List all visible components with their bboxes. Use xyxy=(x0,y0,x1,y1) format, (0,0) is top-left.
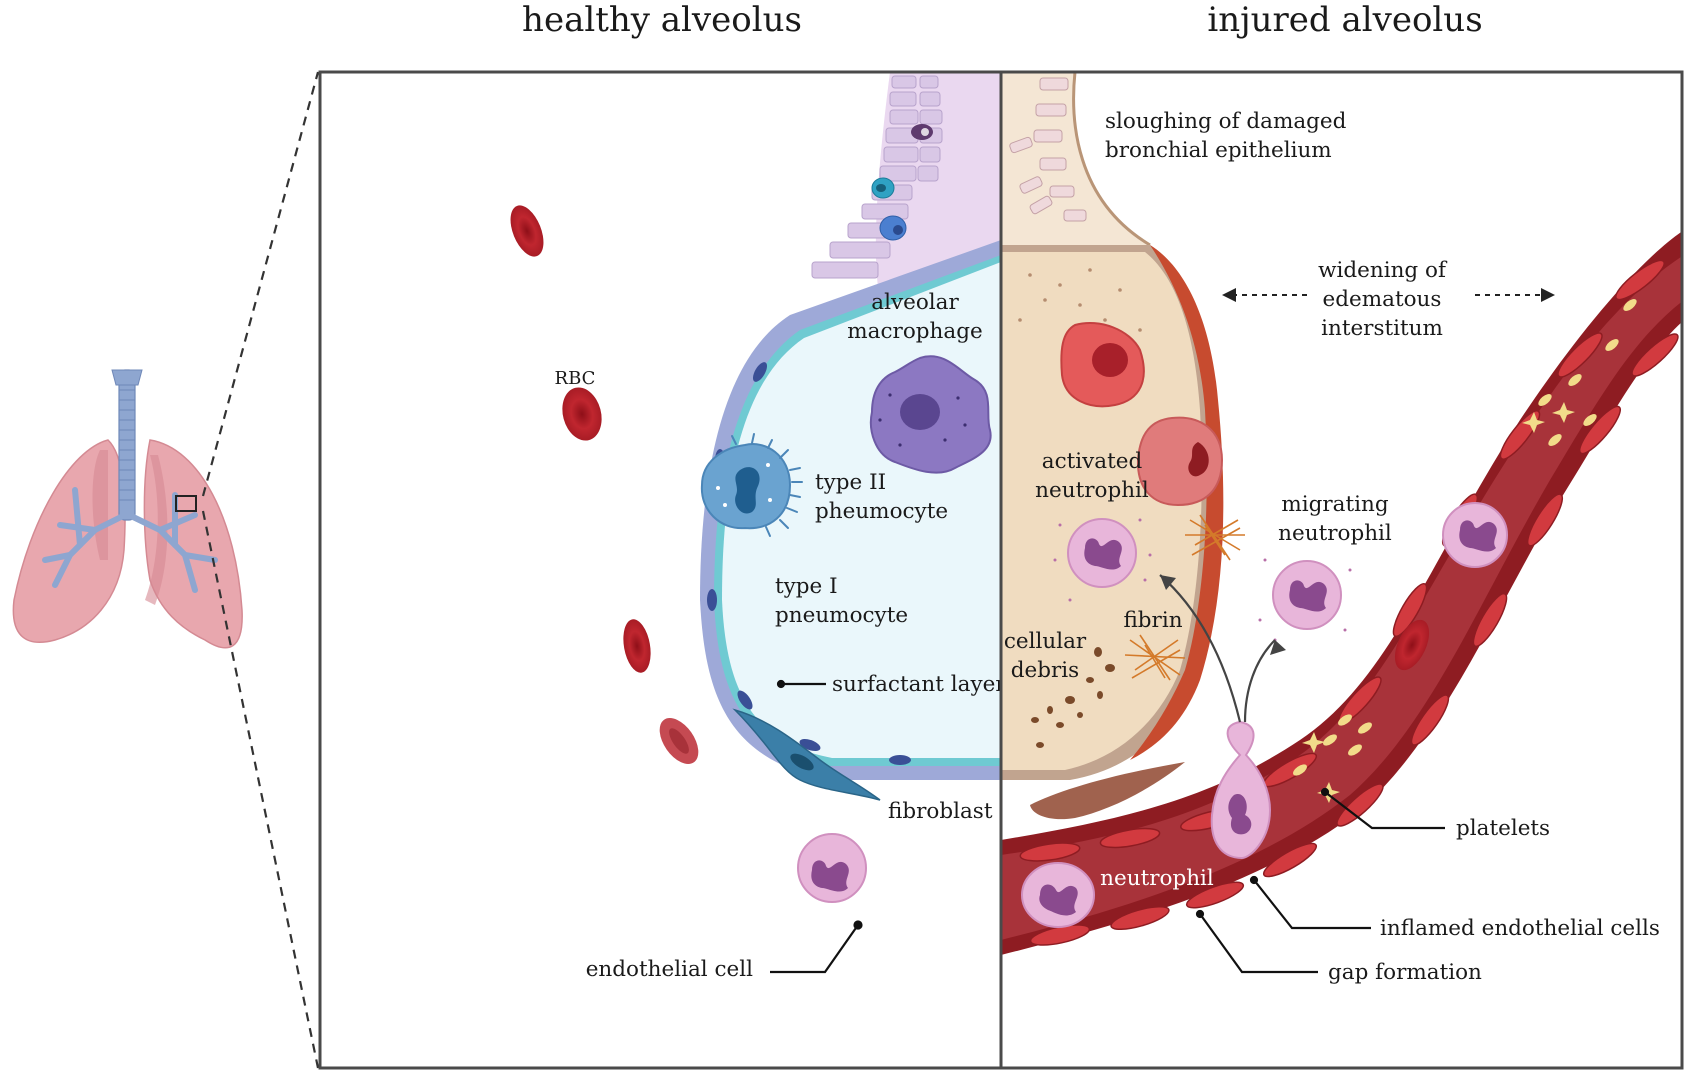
fibroblast-injured-icon xyxy=(1030,762,1185,820)
label-fibroblast: fibroblast xyxy=(888,799,993,824)
label-sloughing-2: bronchial epithelium xyxy=(1105,138,1332,163)
zoom-line-bottom xyxy=(201,510,320,1069)
label-gap-formation: gap formation xyxy=(1328,960,1482,985)
injured-panel: sloughing of damaged bronchial epitheliu… xyxy=(1001,72,1682,1068)
label-surfactant: surfactant layer xyxy=(832,672,1006,697)
label-widening-1: widening of xyxy=(1318,258,1448,283)
blood-vessel xyxy=(1001,231,1682,955)
label-type1-2: pneumocyte xyxy=(775,603,908,628)
label-type1-1: type I xyxy=(775,574,838,599)
label-cellular-debris-1: cellular xyxy=(1004,629,1087,654)
label-endothelial: endothelial cell xyxy=(586,957,753,982)
arrow-icon xyxy=(1159,574,1276,723)
fibrin-icon xyxy=(1124,514,1245,681)
migrating-neutrophil-icon xyxy=(1258,558,1352,642)
label-migrating-neutrophil-2: neutrophil xyxy=(1278,521,1392,546)
bronchial-epithelium xyxy=(811,72,1001,300)
neutrophil-icon xyxy=(797,833,867,903)
fibroblast-icon xyxy=(732,708,881,801)
label-type2-2: pheumocyte xyxy=(815,499,948,524)
label-rbc: RBC xyxy=(555,368,596,389)
macrophage-icon xyxy=(869,355,992,474)
label-activated-neutrophil-1: activated xyxy=(1042,449,1143,474)
label-alveolar-macrophage-2: macrophage xyxy=(847,319,982,344)
title-healthy: healthy alveolus xyxy=(522,0,802,40)
label-inflamed-endothelial: inflamed endothelial cells xyxy=(1380,916,1660,941)
title-injured: injured alveolus xyxy=(1207,0,1482,40)
label-fibrin: fibrin xyxy=(1123,608,1182,633)
label-neutrophil: neutrophil xyxy=(1100,866,1214,891)
alveolus-injured xyxy=(1001,245,1224,780)
damaged-bronchial-epithelium xyxy=(1001,72,1151,247)
zoom-line-top xyxy=(201,71,320,497)
label-activated-neutrophil-2: neutrophil xyxy=(1035,478,1149,503)
label-widening-2: edematous xyxy=(1323,287,1442,312)
sloughed-cell-icon xyxy=(1060,322,1145,408)
rbc-icon xyxy=(510,205,699,764)
label-type2-1: type II xyxy=(815,470,886,495)
label-platelets: platelets xyxy=(1456,816,1550,841)
label-migrating-neutrophil-1: migrating xyxy=(1281,492,1388,517)
label-cellular-debris-2: debris xyxy=(1011,658,1079,683)
healthy-panel: RBC alveolar macrophage type II pheumocy… xyxy=(320,72,1006,1068)
activated-neutrophil-icon xyxy=(1053,518,1152,602)
lung-icon xyxy=(12,369,243,649)
type2-pneumocyte-icon xyxy=(700,433,803,537)
damaged-cell-icon xyxy=(1136,416,1224,507)
label-alveolar-macrophage-1: alveolar xyxy=(871,290,959,315)
label-widening-3: interstitum xyxy=(1321,316,1443,341)
label-sloughing-1: sloughing of damaged xyxy=(1105,109,1347,134)
